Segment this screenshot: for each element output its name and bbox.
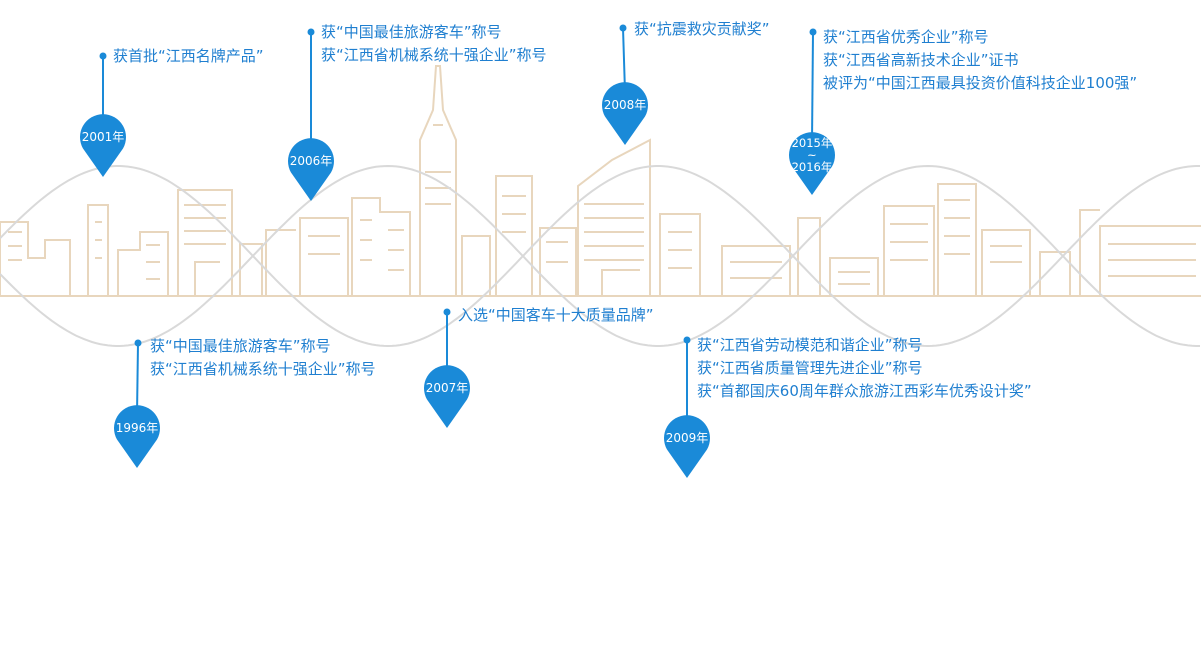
city-skyline-illustration: [0, 65, 1201, 297]
milestone-marker: 2007年: [424, 308, 470, 428]
event-list: 获“抗震救灾贡献奖”: [634, 18, 770, 41]
event-item: 获“抗震救灾贡献奖”: [634, 20, 770, 38]
year-label: 2006年: [290, 154, 333, 168]
event-item: 入选“中国客车十大质量品牌”: [458, 306, 654, 324]
event-list: 入选“中国客车十大质量品牌”: [458, 304, 654, 327]
marker-dot: [809, 28, 817, 36]
event-list: 获“江西省优秀企业”称号获“江西省高新技术企业”证书被评为“中国江西最具投资价值…: [823, 26, 1137, 95]
event-item: 获“江西省质量管理先进企业”称号: [697, 359, 923, 377]
year-label: 1996年: [116, 421, 159, 435]
milestone-marker: 2008年: [602, 24, 648, 145]
event-list: 获“江西省劳动模范和谐企业”称号获“江西省质量管理先进企业”称号获“首都国庆60…: [697, 334, 1032, 403]
year-label: 2015年: [792, 136, 833, 150]
wave-line-2: [0, 165, 1200, 348]
map-pin-icon: [789, 132, 836, 195]
connector-line: [811, 31, 814, 143]
marker-dot: [134, 339, 142, 347]
event-item: 获“江西省劳动模范和谐企业”称号: [697, 336, 923, 354]
event-item: 被评为“中国江西最具投资价值科技企业100强”: [823, 74, 1138, 92]
wave-lines: [0, 164, 1200, 348]
marker-dot: [619, 24, 627, 32]
marker-dot: [307, 28, 315, 36]
event-item: 获首批“江西名牌产品”: [113, 47, 264, 65]
year-label: 2001年: [82, 130, 125, 144]
map-pin-icon: [664, 415, 710, 478]
connector-line: [136, 342, 139, 416]
marker-dot: [443, 308, 451, 316]
event-item: 获“江西省高新技术企业”证书: [823, 51, 1019, 69]
map-pin-icon: [80, 114, 126, 177]
map-pin-icon: [424, 365, 470, 428]
event-list: 获“中国最佳旅游客车”称号获“江西省机械系统十强企业”称号: [321, 21, 547, 67]
event-item: 获“江西省优秀企业”称号: [823, 28, 989, 46]
event-list: 获“中国最佳旅游客车”称号获“江西省机械系统十强企业”称号: [150, 335, 376, 381]
connector-line: [622, 27, 626, 93]
year-label: 2007年: [426, 381, 469, 395]
event-item: 获“江西省机械系统十强企业”称号: [321, 46, 547, 64]
milestone-marker: 2009年: [664, 336, 710, 478]
map-pin-icon: [288, 138, 334, 201]
event-item: 获“首都国庆60周年群众旅游江西彩车优秀设计奖”: [697, 382, 1032, 400]
marker-dot: [99, 52, 107, 60]
milestone-marker: 2006年: [288, 28, 334, 201]
event-item: 获“中国最佳旅游客车”称号: [321, 23, 502, 41]
marker-dot: [683, 336, 691, 344]
milestone-marker: 1996年: [114, 339, 160, 468]
year-label: 2016年: [792, 160, 833, 174]
milestone-marker: 2001年: [80, 52, 126, 177]
year-label: 2009年: [666, 431, 709, 445]
milestone-markers: 2001年 2006年 2008年 2015年~2016年 1996年 2007年 2009…: [80, 24, 836, 478]
event-item: 获“中国最佳旅游客车”称号: [150, 337, 331, 355]
event-list: 获首批“江西名牌产品”: [113, 45, 264, 68]
event-item: 获“江西省机械系统十强企业”称号: [150, 360, 376, 378]
map-pin-icon: [114, 405, 160, 468]
wave-line-1: [0, 164, 1200, 347]
milestone-marker: 2015年~2016年: [789, 28, 836, 195]
year-label: ~: [807, 148, 817, 162]
map-pin-icon: [602, 82, 648, 145]
year-label: 2008年: [604, 98, 647, 112]
